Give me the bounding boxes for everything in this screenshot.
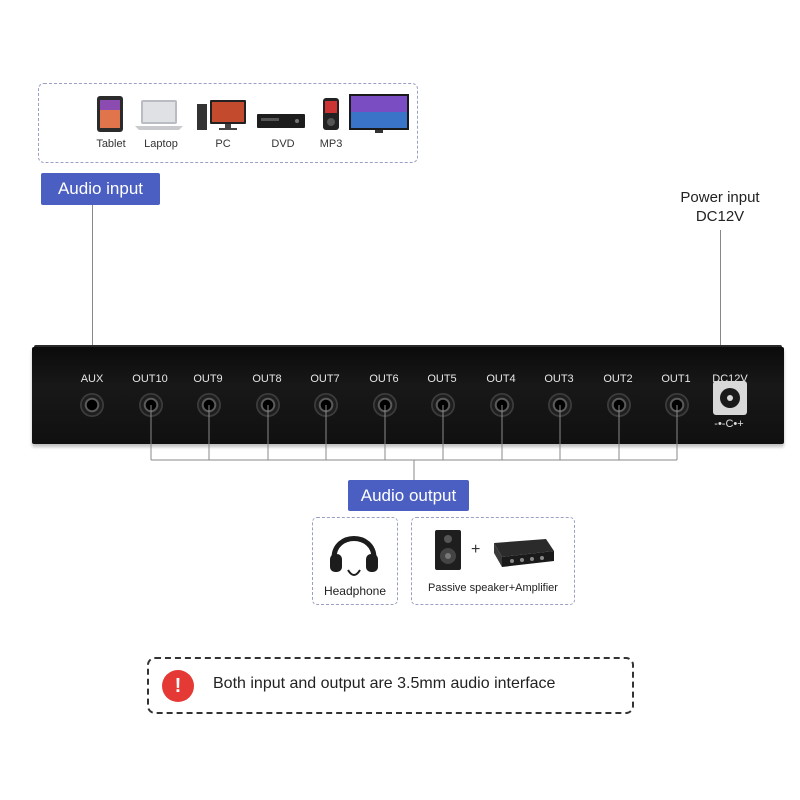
out2-label: OUT2 [603,373,633,385]
tv-icon [349,94,409,133]
aux-port-label: AUX [80,373,104,385]
pc-icon [197,100,246,130]
out9-label: OUT9 [193,373,223,385]
audio-input-connector-line [92,205,93,383]
out4-label: OUT4 [486,373,516,385]
dvd-device: DVD [253,92,313,158]
amplifier-icon [494,539,554,567]
warning-icon: ! [162,670,194,702]
dc-polarity-symbol: -•-C•+ [714,418,744,430]
out1-label: OUT1 [661,373,691,385]
plus-sign: + [471,541,481,558]
headphone-icon [330,536,378,576]
speaker-amplifier-box [411,517,575,605]
dvd-label: DVD [271,138,295,150]
dvd-player-icon [257,114,305,128]
tablet-label: Tablet [96,138,126,150]
power-input-line2: DC12V [695,208,745,225]
out7-label: OUT7 [310,373,340,385]
out5-label: OUT5 [427,373,457,385]
audio-output-tag: Audio output [348,480,469,511]
pc-label: PC [215,138,231,150]
power-input-label: Power input DC12V [660,188,780,226]
aux-jack [80,393,104,417]
notice-text: Both input and output are 3.5mm audio in… [213,675,556,692]
out6-label: OUT6 [369,373,399,385]
laptop-device: Laptop [131,92,191,158]
passive-speaker-icon [435,530,461,570]
out3-label: OUT3 [544,373,574,385]
mp3-player-icon [323,98,339,130]
mp3-device: MP3 [301,92,361,158]
power-connector-line [720,230,721,372]
input-devices-panel: Tablet Laptop PC DVD [38,83,418,163]
tablet-icon [97,96,123,132]
audio-input-tag: Audio input [41,173,160,205]
dc-jack-pin [727,395,733,401]
tv-device [347,92,409,158]
pc-device: PC [193,92,253,158]
notice-box [147,657,634,714]
headphone-label: Headphone [323,584,387,598]
mp3-label: MP3 [319,138,343,150]
headphone-box [312,517,398,605]
laptop-label: Laptop [144,138,178,150]
power-input-line1: Power input [680,189,760,206]
out10-label: OUT10 [132,373,168,385]
out8-label: OUT8 [252,373,282,385]
tablet-device: Tablet [81,92,141,158]
speaker-amplifier-label: Passive speaker+Amplifier [428,582,558,594]
laptop-icon [135,100,183,130]
